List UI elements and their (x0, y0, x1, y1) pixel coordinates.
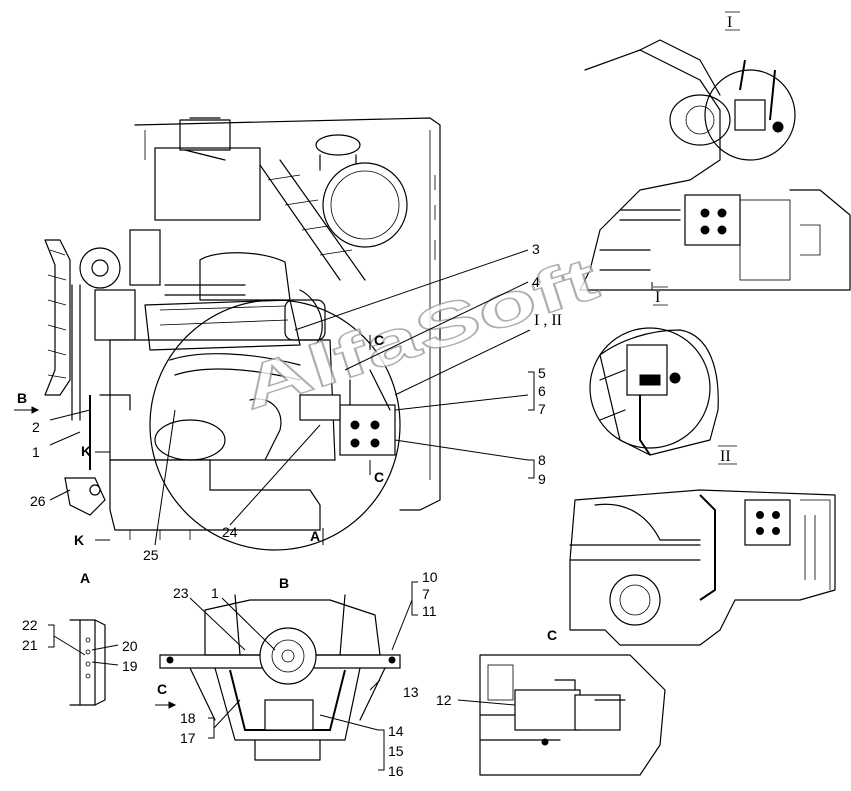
view-title-A: A (80, 570, 90, 586)
arrow-label-C-bottom: C (374, 469, 384, 485)
callout-1-viewB: 1 (211, 585, 219, 601)
callout-17: 17 (180, 730, 196, 746)
callout-23: 23 (173, 585, 189, 601)
callout-10: 10 (422, 569, 438, 585)
leader-lines (14, 249, 653, 771)
callout-15: 15 (388, 743, 404, 759)
callout-21: 21 (22, 637, 38, 653)
arrow-label-B: B (17, 390, 27, 406)
view-title-I: I (727, 14, 732, 31)
callout-22: 22 (22, 617, 38, 633)
view-title-I-second: I (655, 289, 660, 306)
main-engine-view (44, 117, 441, 551)
callout-16: 16 (388, 763, 404, 779)
callout-5: 5 (538, 365, 546, 381)
callout-I-II: I , II (534, 312, 562, 329)
callout-24: 24 (222, 524, 238, 540)
arrow-label-C-viewB: C (157, 681, 167, 697)
callout-18: 18 (180, 710, 196, 726)
callout-2: 2 (32, 419, 40, 435)
callout-1: 1 (32, 444, 40, 460)
view-title-II: II (720, 448, 731, 465)
view-title-B: B (279, 575, 289, 591)
view-C-detail (479, 654, 666, 776)
callout-6: 6 (538, 383, 546, 399)
view-II-detail (569, 489, 836, 646)
callout-20: 20 (122, 638, 138, 654)
callout-25: 25 (143, 547, 159, 563)
callout-13: 13 (403, 684, 419, 700)
callout-19: 19 (122, 658, 138, 674)
callout-7: 7 (538, 401, 546, 417)
arrow-label-K-bottom: K (74, 532, 84, 548)
callout-12: 12 (436, 692, 452, 708)
watermark-text: AlfaSoft (233, 244, 606, 422)
callout-9: 9 (538, 471, 546, 487)
callout-3: 3 (532, 241, 540, 257)
view-I-detail (579, 39, 851, 291)
arrow-label-K-top: K (81, 443, 91, 459)
callout-4: 4 (532, 274, 540, 290)
callout-8: 8 (538, 452, 546, 468)
callout-11: 11 (422, 603, 437, 619)
view-title-C: C (547, 627, 557, 643)
callout-26: 26 (30, 493, 46, 509)
arrow-label-C-top: C (374, 332, 384, 348)
callout-labels: 3 4 I , II 5 6 7 8 9 2 1 26 25 24 B K K … (17, 11, 740, 779)
view-I-zoom-circle (589, 327, 719, 456)
arrow-label-A: A (310, 528, 320, 544)
callout-14: 14 (388, 723, 404, 739)
callout-7-viewB: 7 (422, 586, 430, 602)
view-B-detail (159, 594, 401, 761)
